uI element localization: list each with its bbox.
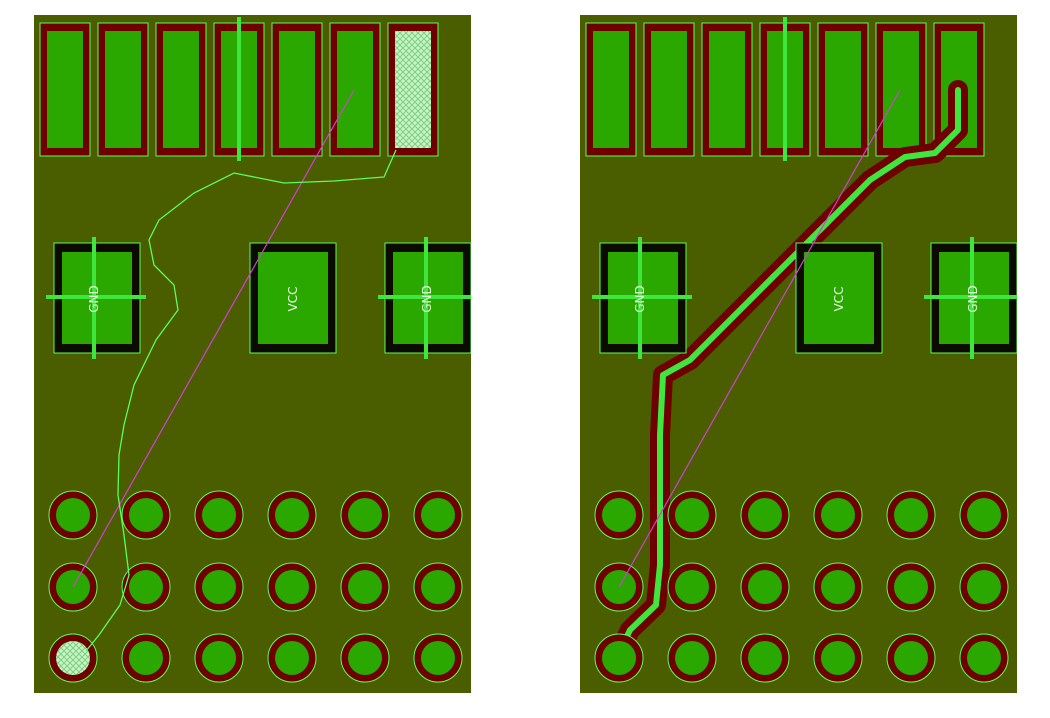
edge-pad-3[interactable] <box>701 22 753 157</box>
th-pad[interactable] <box>813 633 863 683</box>
edge-connector <box>585 17 985 161</box>
edge-pad-1[interactable] <box>39 22 91 157</box>
th-pad[interactable] <box>413 633 463 683</box>
edge-connector <box>39 17 439 161</box>
th-pad[interactable] <box>594 490 644 540</box>
th-pad[interactable] <box>48 490 98 540</box>
th-pad[interactable] <box>267 633 317 683</box>
th-pad[interactable] <box>413 562 463 612</box>
route-preview-path[interactable] <box>85 149 397 652</box>
th-pad[interactable] <box>740 562 790 612</box>
pcb-view-after[interactable]: GND VCC GND <box>580 15 1017 693</box>
through-hole-grid <box>594 490 1009 683</box>
th-pad[interactable] <box>959 562 1009 612</box>
pad-label: VCC <box>832 287 846 312</box>
pad-label: GND <box>420 285 434 313</box>
edge-pad-2[interactable] <box>97 22 149 157</box>
routed-trace[interactable] <box>609 80 968 663</box>
smd-pad-gnd-left[interactable]: GND <box>592 237 692 359</box>
edge-pad-5[interactable] <box>817 22 869 157</box>
th-pad[interactable] <box>340 490 390 540</box>
th-pad[interactable] <box>340 633 390 683</box>
pad-label: GND <box>87 285 101 313</box>
pcb-view-before[interactable]: GND VCC GND <box>34 15 471 693</box>
pad-label: VCC <box>286 287 300 312</box>
th-pad[interactable] <box>413 490 463 540</box>
th-pad[interactable] <box>121 633 171 683</box>
th-pad[interactable] <box>194 490 244 540</box>
edge-pad-6[interactable] <box>875 22 927 157</box>
smd-pad-gnd-right[interactable]: GND <box>378 237 471 359</box>
edge-pad-3[interactable] <box>155 22 207 157</box>
ratsnest-line <box>618 89 901 588</box>
edge-pad-1[interactable] <box>585 22 637 157</box>
th-pad[interactable] <box>194 633 244 683</box>
th-pad[interactable] <box>121 562 171 612</box>
th-pad[interactable] <box>886 490 936 540</box>
th-pad-routed[interactable] <box>594 633 644 683</box>
th-pad[interactable] <box>959 633 1009 683</box>
through-hole-grid <box>48 490 463 683</box>
th-pad[interactable] <box>121 490 171 540</box>
smd-pad-gnd-left[interactable]: GND <box>46 237 146 359</box>
th-pad[interactable] <box>740 490 790 540</box>
th-pad[interactable] <box>959 490 1009 540</box>
edge-pad-4[interactable] <box>213 17 265 161</box>
th-pad[interactable] <box>740 633 790 683</box>
edge-pad-5[interactable] <box>271 22 323 157</box>
th-pad[interactable] <box>886 633 936 683</box>
smd-pad-vcc[interactable]: VCC <box>795 242 883 354</box>
smd-pad-vcc[interactable]: VCC <box>249 242 337 354</box>
th-pad[interactable] <box>267 490 317 540</box>
th-pad[interactable] <box>340 562 390 612</box>
edge-pad-6[interactable] <box>329 22 381 157</box>
th-pad[interactable] <box>194 562 244 612</box>
pad-label: GND <box>966 285 980 313</box>
th-pad[interactable] <box>813 562 863 612</box>
edge-pad-2[interactable] <box>643 22 695 157</box>
edge-pad-4[interactable] <box>759 17 811 161</box>
pad-label: GND <box>633 285 647 313</box>
th-pad[interactable] <box>667 562 717 612</box>
th-pad[interactable] <box>886 562 936 612</box>
smd-pad-gnd-right[interactable]: GND <box>924 237 1017 359</box>
th-pad[interactable] <box>813 490 863 540</box>
edge-pad-7-selected[interactable] <box>387 22 439 157</box>
th-pad[interactable] <box>267 562 317 612</box>
th-pad[interactable] <box>667 490 717 540</box>
th-pad[interactable] <box>667 633 717 683</box>
th-pad-selected[interactable] <box>48 633 98 683</box>
